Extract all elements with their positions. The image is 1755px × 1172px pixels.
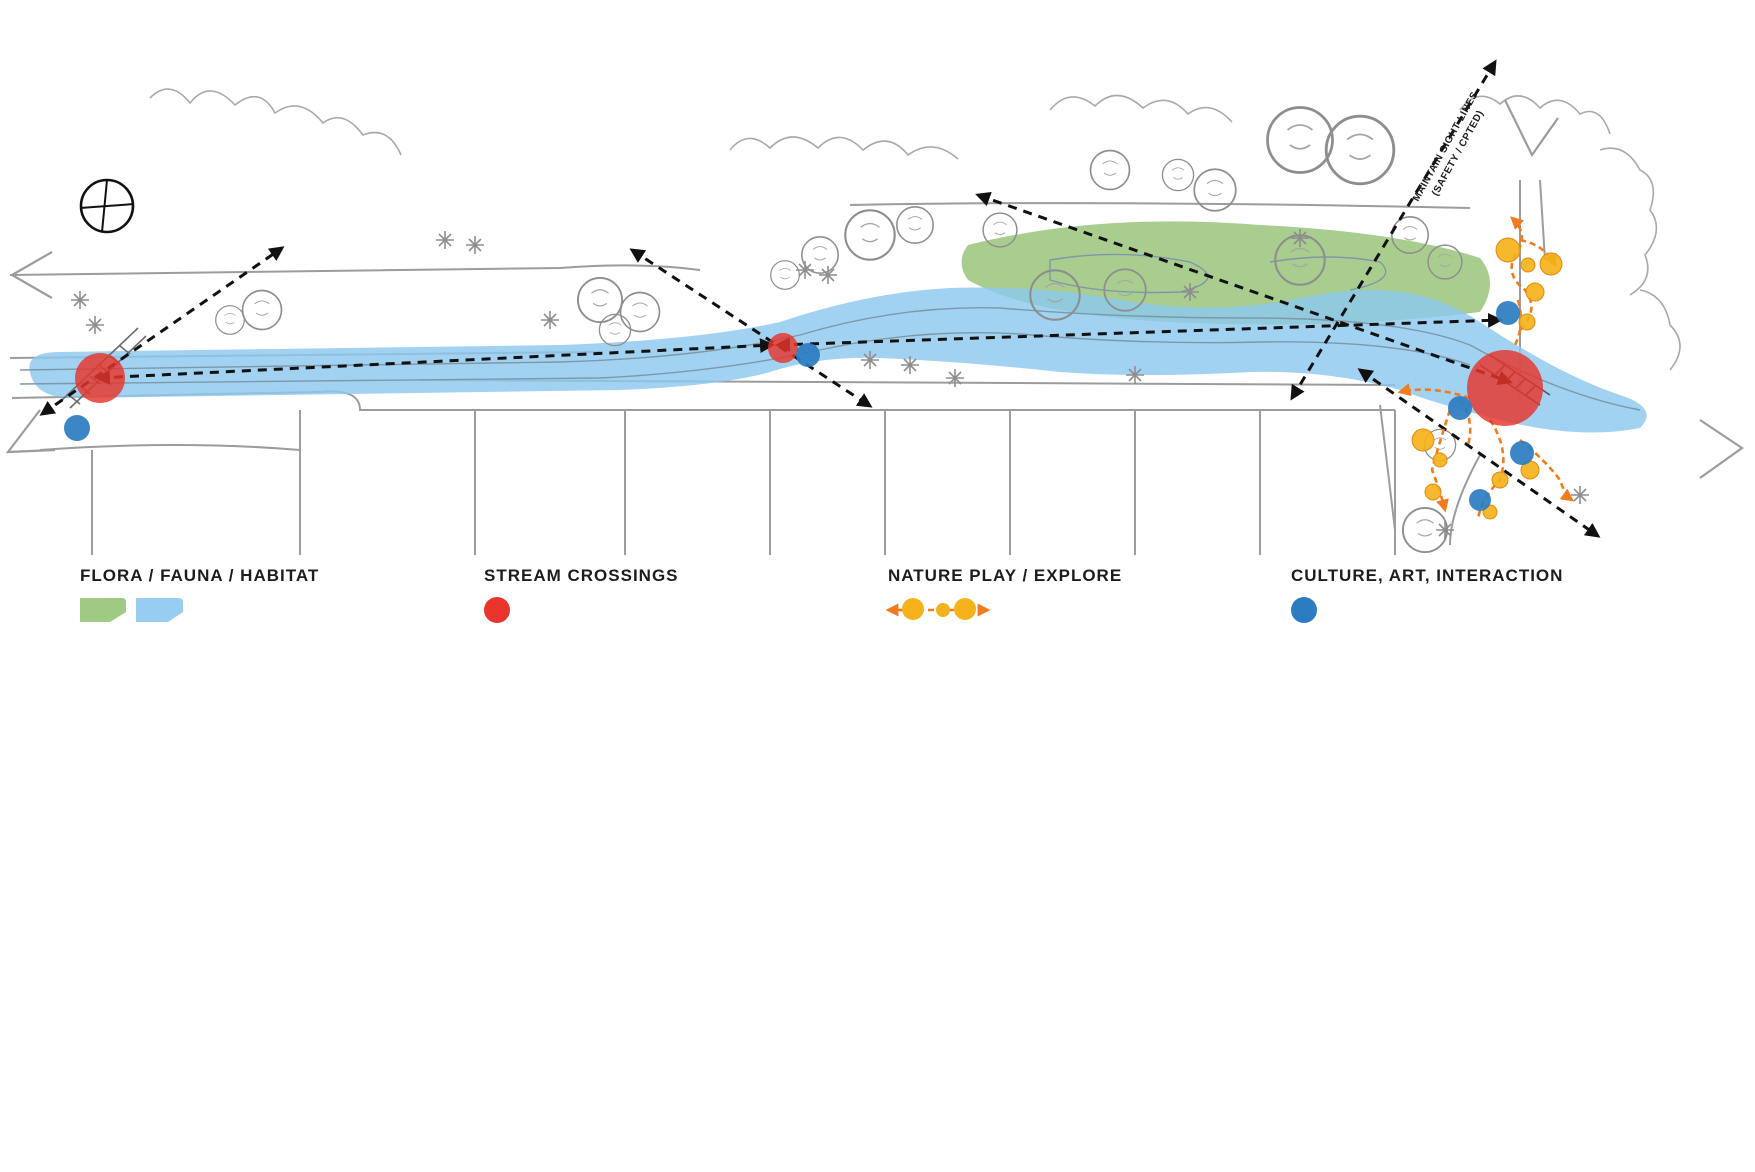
legend-label-habitat: FLORA / FAUNA / HABITAT — [80, 566, 320, 585]
shrub-icon — [945, 368, 965, 388]
legend-symbols — [80, 597, 1317, 623]
shrub-icon — [1570, 485, 1590, 505]
tree-icon — [1266, 106, 1334, 174]
tree-icon — [215, 305, 245, 335]
tree-icon — [770, 260, 800, 290]
legend-label-nature-play: NATURE PLAY / EXPLORE — [888, 566, 1123, 585]
tree-icon — [1089, 149, 1131, 191]
stream-crossing-west — [75, 353, 125, 403]
culture-art-markers — [64, 301, 1534, 511]
stream-crossing-markers — [75, 333, 1543, 426]
legend-swatch-habitat-green — [80, 598, 126, 622]
shrub-icon — [435, 230, 455, 250]
shrub-icon — [818, 265, 838, 285]
tree-icon — [598, 313, 632, 347]
shrub-icon — [70, 290, 90, 310]
tree-icon — [619, 291, 661, 333]
stream-crossing-east — [1467, 350, 1543, 426]
lot-lines — [91, 410, 1396, 555]
legend-swatch-nature-play — [885, 598, 991, 620]
legend-label-crossings: STREAM CROSSINGS — [484, 566, 679, 585]
shrub-icon — [465, 235, 485, 255]
legend-swatch-culture — [1291, 597, 1317, 623]
shrub-icon — [540, 310, 560, 330]
legend-swatch-crossing — [484, 597, 510, 623]
tree-icon — [1324, 114, 1396, 186]
tree-icon — [844, 209, 896, 261]
sight-lines-note: MAINTAIN SIGHT LINES (SAFETY / CPTED) — [1411, 90, 1486, 204]
nature-play-markers — [1411, 237, 1563, 520]
shrub-icon — [85, 315, 105, 335]
tree-icon — [896, 206, 934, 244]
stream-crossing-middle — [768, 333, 798, 363]
tree-icon — [1161, 158, 1195, 192]
north-arrow-icon — [79, 178, 135, 234]
direction-arrows — [5, 99, 1744, 479]
tree-icon — [241, 289, 283, 331]
legend-label-culture: CULTURE, ART, INTERACTION — [1291, 566, 1564, 585]
legend-swatch-habitat-blue — [136, 598, 183, 622]
tree-icon — [576, 276, 624, 324]
